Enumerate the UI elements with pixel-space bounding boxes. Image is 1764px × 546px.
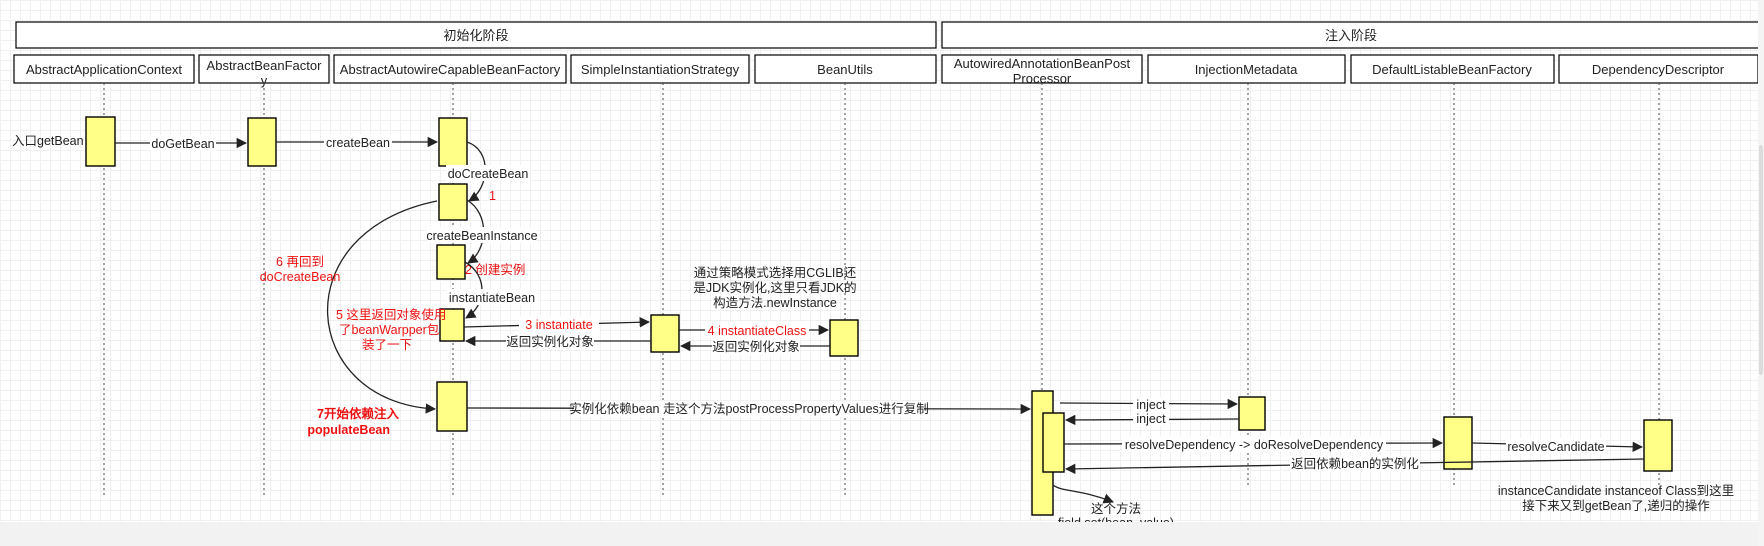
message-label-returnDep: 返回依赖bean的实例化 [1291,456,1419,471]
note-step5-line1: 5 这里返回对象使用 [336,307,446,322]
message-label-resolveDependency: resolveDependency -> doResolveDependency [1125,438,1384,452]
note-step7-line2: populateBean [307,423,390,437]
participant-label-wrap: y [261,73,268,88]
note-instance-candidate-line1: instanceCandidate instanceof Class到这里 [1498,483,1734,498]
participant-injection-metadata: InjectionMetadata [1147,54,1346,84]
activation-box [439,308,465,342]
message-label-doCreateBean: doCreateBean [448,167,529,181]
message-label-entry: 入口getBean [12,134,84,148]
participant-label: AbstractAutowireCapableBeanFactory [340,62,561,77]
participant-label: AbstractApplicationContext [26,62,182,77]
activation-box [247,117,277,167]
participant-label: BeanUtils [817,62,873,77]
participant-abstract-autowire-capable-bean-factory: AbstractAutowireCapableBeanFactory [333,54,567,84]
message-label-doGetBean: doGetBean [151,137,214,151]
message-label-return2: 返回实例化对象 [712,339,800,354]
participant-label: DefaultListableBeanFactory [1372,62,1532,77]
note-step6-line1: 6 再回到 [276,255,324,269]
participant-label: InjectionMetadata [1195,62,1298,77]
activation-box [438,117,468,167]
phase-inject-label: 注入阶段 [1325,28,1377,43]
note-strategy-line2: 是JDK实例化,这里只看JDK的 [693,280,856,295]
message-label-inject2: inject [1136,412,1166,426]
participant-label: DependencyDescriptor [1592,62,1725,77]
activation-box [436,381,468,432]
activation-box [85,116,116,167]
participant-default-listable-bean-factory: DefaultListableBeanFactory [1350,54,1555,84]
message-label-instantiateBean: instantiateBean [449,291,535,305]
note-instance-candidate-line2: 接下来又到getBean了,递归的操作 [1522,498,1710,513]
message-label-step3: 3 instantiate [525,318,592,332]
activation-box [829,319,859,357]
activation-box [1042,412,1065,473]
note-step6-line2: doCreateBean [260,270,341,284]
phase-init-label: 初始化阶段 [443,28,508,43]
activation-box [438,183,468,221]
phase-inject: 注入阶段 [941,21,1761,49]
participant-simple-instantiation-strategy: SimpleInstantiationStrategy [570,54,750,84]
message-label-resolveCandidate: resolveCandidate [1507,440,1604,454]
participant-label: SimpleInstantiationStrategy [581,62,740,77]
activation-box [1238,396,1266,431]
phase-init: 初始化阶段 [15,21,937,49]
message-arrow-step6 [326,200,438,414]
message-label-return1: 返回实例化对象 [506,334,594,349]
note-fieldset-line1: 这个方法 [1091,501,1141,516]
participant-abstract-bean-factory: AbstractBeanFactor y [198,54,330,88]
activation-box [436,244,466,280]
message-label-postProcess: 实例化依赖bean 走这个方法postProcessPropertyValues… [569,401,929,416]
bottom-canvas-strip [0,522,1764,546]
note-strategy-line3: 构造方法.newInstance [713,295,837,310]
messages: 入口getBean doGetBean createBean doCreateB… [12,134,1645,504]
message-label-inject1: inject [1136,398,1166,412]
participant-abstract-application-context: AbstractApplicationContext [13,54,195,84]
message-label-step4: 4 instantiateClass [708,324,807,338]
note-strategy-line1: 通过策略模式选择用CGLIB还 [694,265,857,280]
participant-dependency-descriptor: DependencyDescriptor [1558,54,1759,84]
message-label-step2: 2 创建实例 [465,262,525,277]
message-label-createBean: createBean [326,136,390,150]
participant-label-wrap: Processor [1013,71,1072,86]
vertical-scrollbar[interactable] [1758,0,1764,546]
note-step7-line1: 7开始依赖注入 [317,406,399,421]
note-step5-line3: 装了一下 [362,338,412,352]
scrollbar-thumb[interactable] [1759,145,1763,375]
participant-bean-utils: BeanUtils [754,54,937,84]
participant-label: AbstractBeanFactor [207,58,323,73]
message-label-createBeanInstance: createBeanInstance [426,229,537,243]
annotations: 6 再回到 doCreateBean 5 这里返回对象使用 了beanWarpp… [260,255,1734,544]
note-step5-line2: 了beanWarpper包 [339,323,439,337]
activations [85,116,1673,516]
participant-label: AutowiredAnnotationBeanPost [954,56,1131,71]
activation-box [1643,419,1673,472]
activation-box [650,314,680,353]
message-label-step1: 1 [489,189,496,203]
message-arrow-fieldSet [1052,484,1114,504]
participant-autowired-annotation-bean-post-processor: AutowiredAnnotationBeanPost Processor [941,54,1143,86]
activation-box [1443,416,1473,470]
